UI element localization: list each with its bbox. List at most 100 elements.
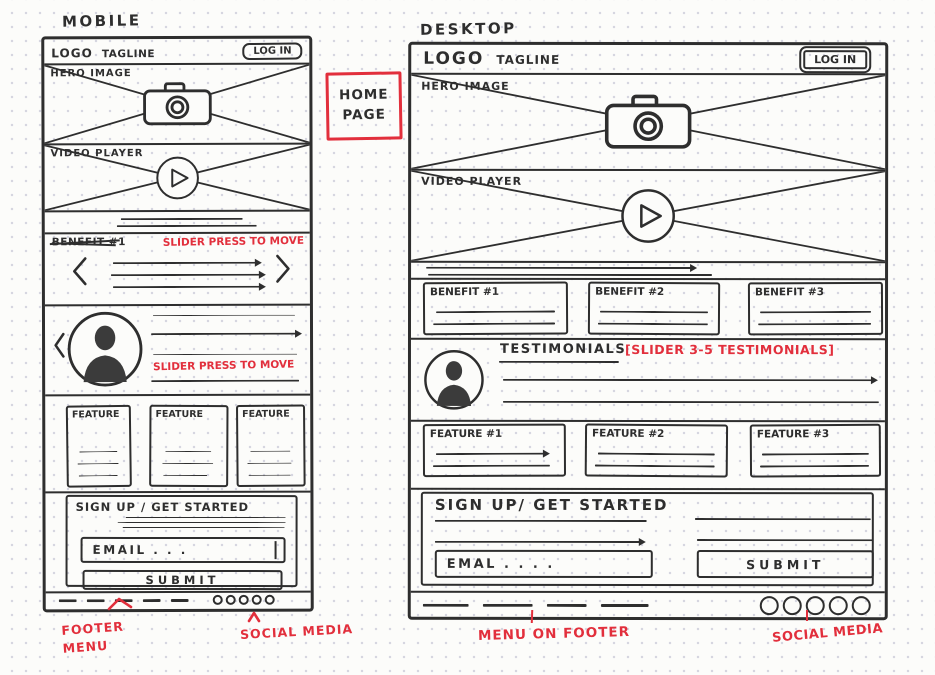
text-line — [694, 518, 871, 521]
text-line — [78, 474, 118, 477]
mobile-video-section: VIDEO PLAYER — [44, 144, 310, 213]
login-button: LOG IN — [799, 45, 872, 73]
submit-button-label: SUBMIT — [145, 572, 220, 588]
tagline-text: TAGLINE — [101, 47, 156, 60]
benefit-label: BENEFIT #1 — [429, 285, 500, 299]
hero-image-label: HERO IMAGE — [421, 79, 510, 93]
logo-text: LOGO — [423, 48, 485, 69]
circle-icon — [225, 594, 236, 605]
slider-annotation: SLIDER PRESS TO MOVE — [162, 234, 305, 249]
text-line — [112, 285, 263, 289]
circle-icon — [238, 594, 249, 605]
text-line — [248, 474, 291, 476]
text-line — [433, 464, 551, 468]
home-page-label: HOME PAGE — [338, 87, 389, 124]
circle-icon — [212, 594, 223, 605]
text-line — [434, 540, 643, 543]
email-field: EMAL . . . . — [434, 549, 653, 579]
text-line — [600, 310, 708, 314]
play-icon — [155, 156, 199, 199]
text-line — [436, 452, 548, 456]
circle-icon — [251, 594, 262, 605]
menu-dash — [546, 603, 587, 607]
feature-label: FEATURE — [71, 408, 120, 421]
email-field-text: EMAIL . . . — [92, 542, 188, 557]
circle-icon — [828, 595, 848, 615]
submit-button-label: SUBMIT — [746, 556, 825, 572]
menu-dash — [422, 603, 469, 607]
feature-card: FEATURE — [65, 404, 132, 488]
text-line — [117, 521, 286, 524]
text-line — [122, 526, 285, 529]
desktop-intro-text-lines — [411, 262, 886, 281]
text-line — [110, 273, 263, 277]
text-line — [502, 400, 879, 404]
feature-card: FEATURE — [235, 404, 306, 488]
mobile-section-title: MOBILE — [61, 11, 142, 31]
text-line — [250, 450, 291, 452]
hero-image-label: HERO IMAGE — [50, 68, 132, 80]
circle-icon — [782, 595, 802, 615]
benefit-card: BENEFIT #1 — [422, 281, 569, 336]
text-line — [434, 519, 647, 522]
text-line — [164, 450, 212, 453]
text-line — [502, 378, 875, 382]
feature-label: FEATURE — [155, 408, 204, 421]
person-icon — [424, 350, 484, 410]
text-line — [112, 261, 259, 265]
text-line — [597, 452, 715, 456]
text-line — [77, 462, 119, 465]
desktop-footer — [411, 593, 885, 617]
signup-card: SIGN UP / GET STARTED EMAIL . . . SUBMIT — [65, 494, 298, 591]
text-line — [595, 464, 715, 468]
benefit-card: BENEFIT #2 — [587, 281, 721, 336]
text-line — [433, 322, 555, 326]
chevron-left-icon — [54, 332, 65, 358]
menu-dash — [170, 598, 189, 602]
desktop-video-section: VIDEO PLAYER — [411, 170, 886, 264]
signup-card: SIGN UP/ GET STARTED EMAL . . . . SUBMIT — [420, 491, 874, 587]
circle-icon — [759, 595, 779, 615]
submit-button: SUBMIT — [82, 569, 283, 591]
benefit-label: BENEFIT #2 — [595, 285, 665, 299]
text-line — [762, 452, 869, 456]
mobile-signup-section: SIGN UP / GET STARTED EMAIL . . . SUBMIT — [45, 492, 311, 594]
feature-label: FEATURE #1 — [429, 427, 503, 441]
chevron-left-icon — [72, 257, 87, 286]
desktop-section-title: DESKTOP — [419, 19, 517, 39]
feature-card: FEATURE #2 — [584, 423, 729, 478]
mobile-testimonial-slider: SLIDER PRESS TO MOVE — [44, 305, 311, 397]
menu-dash — [86, 598, 105, 602]
mobile-footer — [46, 593, 311, 610]
social-media-annotation: SOCIAL MEDIA — [771, 621, 884, 646]
desktop-features-row: FEATURE #1 FEATURE #2 FEATURE #3 — [410, 421, 885, 491]
desktop-logo-tagline: LOGO TAGLINE — [423, 49, 560, 69]
text-line — [498, 360, 619, 363]
text-line — [247, 462, 292, 464]
text-line — [436, 310, 555, 314]
up-arrow-icon — [247, 611, 261, 623]
text-line — [760, 310, 871, 314]
mobile-features-row: FEATURE FEATURE FEATURE — [45, 395, 311, 494]
camera-icon — [142, 82, 212, 126]
benefit-heading: BENEFIT #1 — [51, 236, 126, 249]
desktop-header: LOGO TAGLINE LOG IN — [411, 44, 886, 76]
up-arrow-icon — [107, 597, 133, 611]
menu-dash — [142, 598, 161, 602]
video-player-label: VIDEO PLAYER — [50, 148, 144, 160]
play-icon — [621, 189, 675, 243]
menu-dash — [482, 603, 533, 607]
text-line — [163, 474, 207, 477]
desktop-hero-section: HERO IMAGE — [411, 74, 886, 172]
tagline-text: TAGLINE — [496, 52, 561, 67]
camera-icon — [604, 94, 692, 149]
text-line — [151, 379, 300, 383]
submit-button: SUBMIT — [696, 550, 874, 579]
text-line — [125, 516, 286, 519]
video-player-label: VIDEO PLAYER — [421, 174, 523, 188]
text-line — [151, 332, 300, 336]
logo-text: LOGO — [51, 45, 93, 60]
text-line — [79, 450, 118, 453]
text-line — [120, 217, 243, 221]
pointer-tick — [806, 610, 808, 621]
